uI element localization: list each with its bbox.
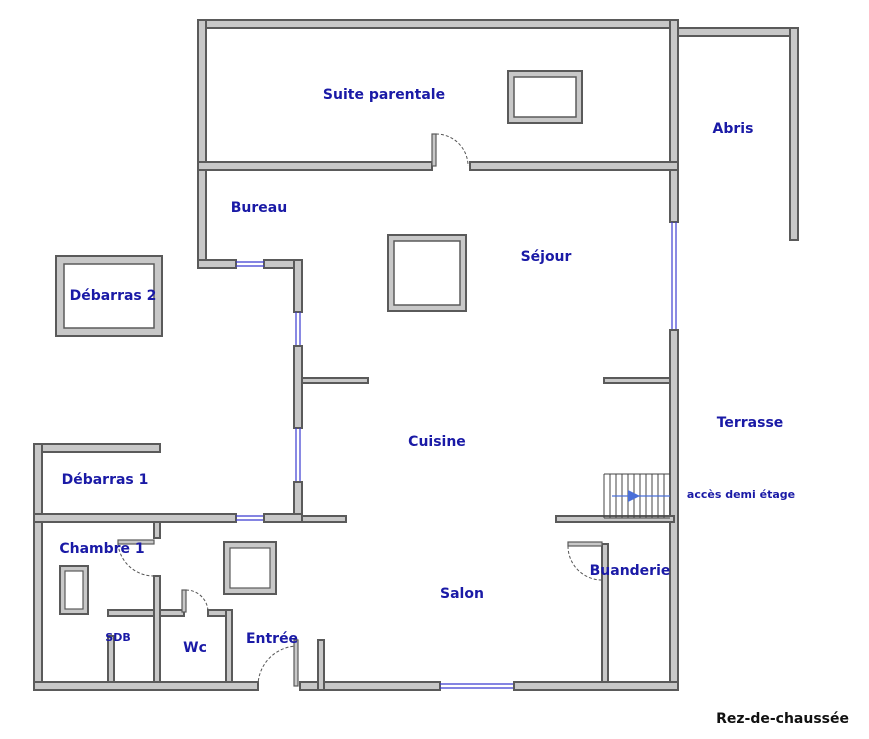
debarras2-walls <box>55 255 163 337</box>
room-label-debarras1: Débarras 1 <box>62 472 149 488</box>
stairs <box>603 473 670 519</box>
abris-walls <box>677 27 799 241</box>
main-walls <box>197 169 679 691</box>
room-label-debarras2: Débarras 2 <box>70 288 157 304</box>
room-label-suite-parentale: Suite parentale <box>323 87 445 103</box>
room-label-wc: Wc <box>183 640 207 656</box>
room-label-entree: Entrée <box>246 631 298 647</box>
room-label-salon: Salon <box>440 586 484 602</box>
plan-caption: Rez-de-chaussée <box>716 711 849 727</box>
stair-arrow-icon <box>628 490 640 502</box>
west-wing-walls <box>33 443 325 691</box>
room-label-cuisine: Cuisine <box>408 434 466 450</box>
room-label-chambre1: Chambre 1 <box>59 541 144 557</box>
room-label-terrasse: Terrasse <box>717 415 784 431</box>
room-label-buanderie: Buanderie <box>590 563 671 579</box>
room-label-sdb: SDB <box>105 631 130 644</box>
room-label-acces: accès demi étage <box>687 488 795 501</box>
room-label-sejour: Séjour <box>521 249 572 265</box>
suite-parentale-walls <box>197 19 679 269</box>
room-label-abris: Abris <box>713 121 754 137</box>
room-label-bureau: Bureau <box>231 200 287 216</box>
